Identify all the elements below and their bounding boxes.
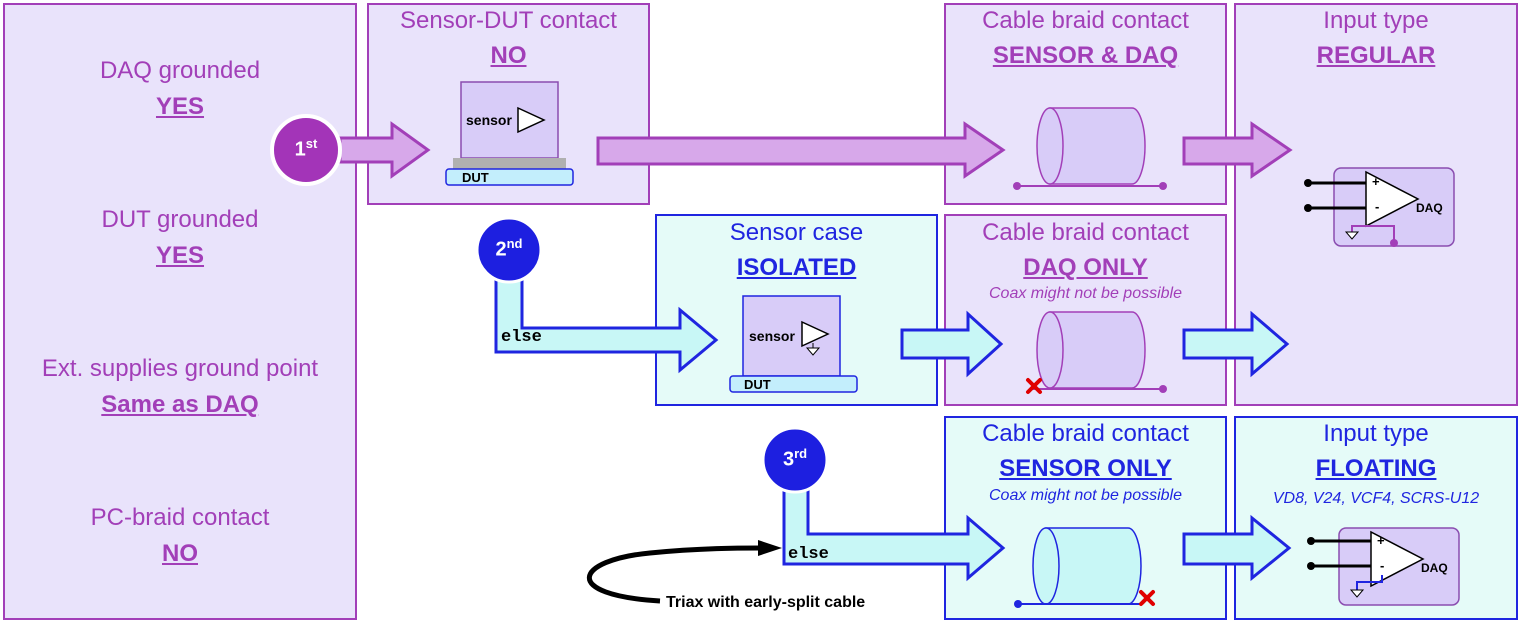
cable-body-1 [1049,107,1146,185]
conditions-panel [3,3,357,620]
sensor-label-1: sensor [466,112,512,128]
daq-minus-2: - [1380,558,1385,573]
arrow-to-sensor-dut [338,121,431,179]
arrow-else-2 [494,266,719,374]
badge-second: 2nd [495,236,523,261]
condition-label-dut-grounded: DUT grounded [101,206,259,233]
daq-ground-icon-2 [1349,589,1365,598]
cable-body-2 [1049,311,1146,389]
daq-ground-icon-1 [1344,231,1360,240]
sensor-dut-value: NO [490,42,527,69]
braid-2-value: DAQ ONLY [1023,254,1148,281]
dut-block-2 [729,375,858,393]
sensor-ground-icon [805,347,821,356]
braid-1-title: Cable braid contact [982,7,1189,34]
sensor-case-value: ISOLATED [736,254,857,281]
daq-amp-2 [1370,530,1425,588]
badge-third-circle [761,426,829,494]
condition-value-ext-supplies: Same as DAQ [101,391,259,418]
triax-label: Triax with early-split cable [666,594,866,611]
badge-second-circle [475,216,543,284]
dut-label-1: DUT [462,170,489,185]
triax-curve-arrow [587,545,763,604]
amp-triangle-2 [801,320,830,348]
triax-arrow-head [758,540,782,556]
braid-3-title: Cable braid contact [982,420,1189,447]
arrow-to-input-2b [1182,514,1292,582]
daq-plus-1: + [1372,174,1380,189]
amp-triangle-1 [517,106,546,134]
sensor-dut-title: Sensor-DUT contact [400,7,617,34]
else-label-3: else [788,545,829,564]
badge-first: 1st [294,136,318,161]
sensor-label-2: sensor [749,328,795,344]
condition-label-ext-supplies: Ext. supplies ground point [41,355,319,382]
arrow-to-input-1 [1182,121,1293,179]
input-1-value: REGULAR [1316,42,1436,69]
braid-3-value: SENSOR ONLY [999,455,1172,482]
x-mark-icon-2 [1026,378,1042,394]
daq-minus-1: - [1375,199,1380,214]
cable-braid-box-3 [944,416,1227,620]
cable-braid-box-1 [944,3,1227,205]
braid-1-value: SENSOR & DAQ [992,42,1179,69]
braid-2-note: Coax might not be possible [989,285,1182,302]
sensor-case-title: Sensor case [729,219,864,246]
condition-value-dut-grounded: YES [155,242,205,269]
dut-label-2: DUT [744,377,771,392]
arrow-to-braid-2 [900,310,1004,378]
dut-block-1 [445,168,574,186]
braid-3-note: Coax might not be possible [989,487,1182,504]
arrow-to-input-2a [1182,310,1290,378]
condition-label-pc-braid: PC-braid contact [90,504,270,531]
condition-value-pc-braid: NO [162,540,198,567]
daq-amp-1 [1365,170,1420,228]
contact-plate [453,158,566,169]
condition-label-daq-grounded: DAQ grounded [99,57,261,84]
badge-third: 3rd [782,446,808,471]
input-2-note: VD8, V24, VCF4, SCRS-U12 [1272,490,1480,507]
arrow-to-braid-1 [596,121,1006,179]
else-label-2: else [501,328,542,347]
badge-first-circle [270,114,342,186]
daq-label-2: DAQ [1421,561,1448,575]
daq-label-1: DAQ [1416,201,1443,215]
arrow-else-3 [782,480,1006,582]
daq-plus-2: + [1377,533,1385,548]
braid-2-title: Cable braid contact [982,219,1189,246]
input-1-title: Input type [1323,7,1429,34]
condition-value-daq-grounded: YES [155,93,205,120]
x-mark-icon-3 [1139,590,1155,606]
input-2-title: Input type [1323,420,1429,447]
input-2-value: FLOATING [1315,455,1437,482]
cable-body-3 [1045,527,1142,605]
